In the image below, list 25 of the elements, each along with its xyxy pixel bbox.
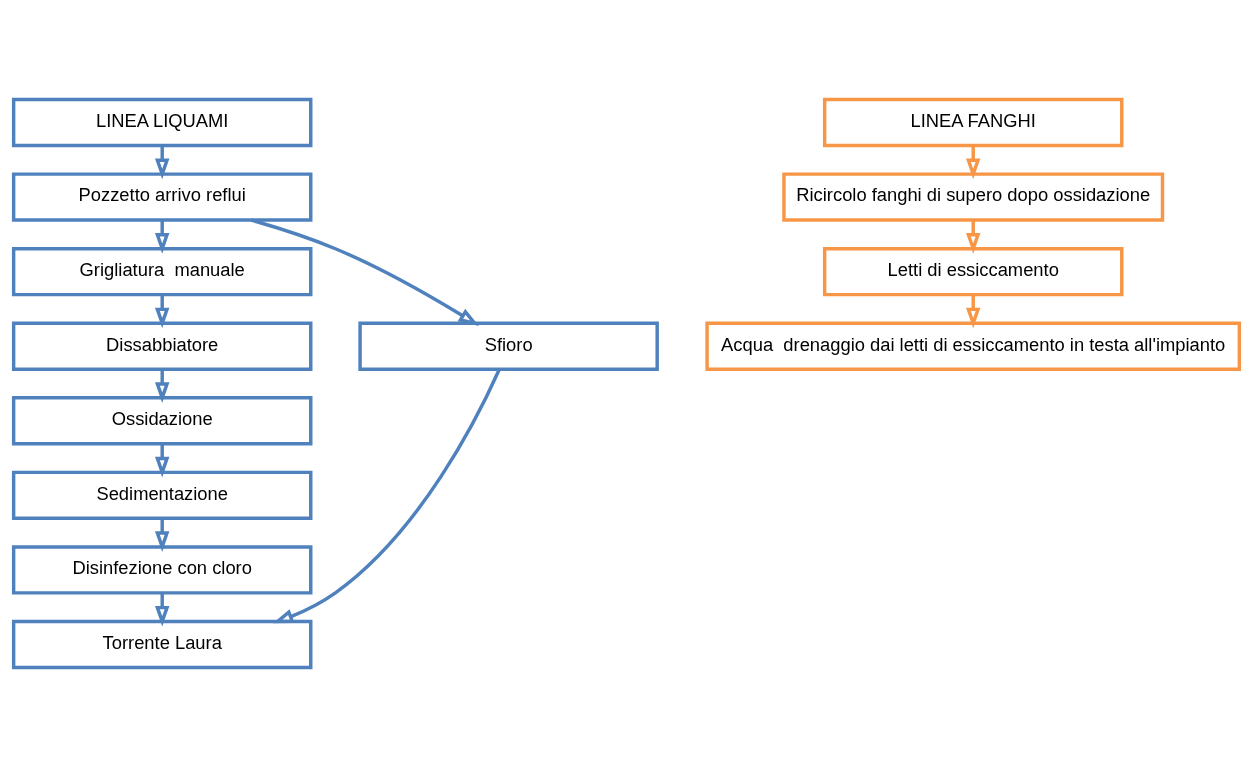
arrow (154, 294, 170, 329)
node-box: Disinfezione con cloro (11, 545, 313, 595)
node-box: Dissabbiatore (11, 321, 313, 371)
node-box: Acqua drenaggio dai letti di essiccamento in testa all'impianto (705, 321, 1242, 371)
arrow (154, 593, 170, 627)
node-box: Sfioro (358, 321, 659, 371)
node-box: LINEA FANGHI (822, 97, 1124, 148)
arrow (154, 145, 170, 180)
node-box: Torrente Laura (11, 619, 313, 670)
arrow (154, 369, 170, 403)
arrow (965, 294, 981, 329)
node-box: Grigliatura manuale (11, 247, 313, 297)
node-box: LINEA LIQUAMI (11, 97, 313, 148)
arrow (154, 220, 170, 254)
arrow (154, 444, 170, 478)
arrow (154, 518, 170, 553)
arrow (250, 218, 480, 326)
node-box: Sedimentazione (11, 470, 313, 520)
arrow (272, 368, 501, 624)
node-box: Pozzetto arrivo reflui (11, 172, 313, 222)
arrow (965, 220, 981, 254)
node-box: Letti di essiccamento (822, 247, 1124, 297)
arrow (965, 145, 981, 180)
node-box: Ricircolo fanghi di supero dopo ossidazione (782, 172, 1165, 222)
node-box: Ossidazione (11, 396, 313, 446)
